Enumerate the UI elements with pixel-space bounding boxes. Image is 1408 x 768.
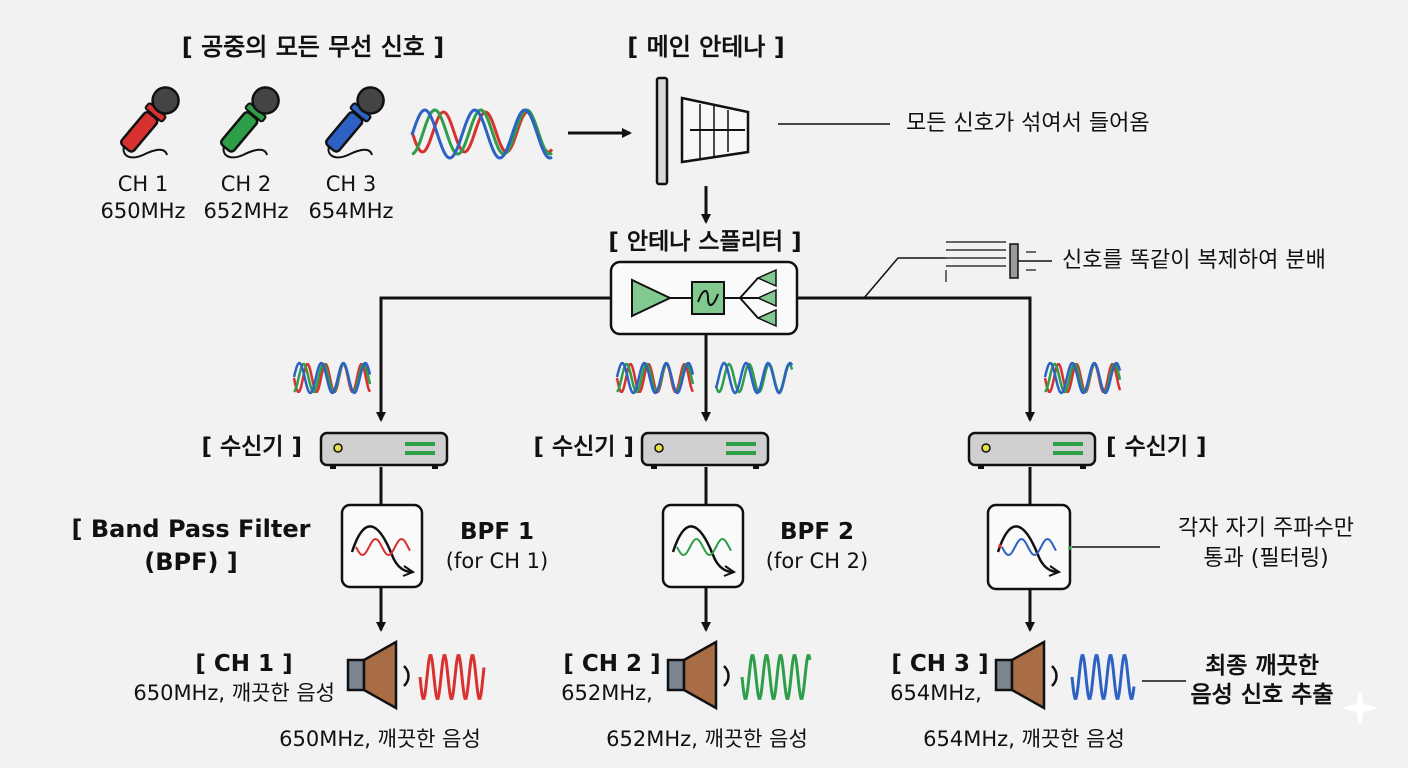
mic-icon-ch3 — [324, 86, 385, 159]
antenna-icon — [655, 76, 750, 186]
mixed-signal-waves — [410, 108, 554, 160]
bpf-note-line1: 각자 자기 주파수만 — [1178, 516, 1354, 541]
mic-icon-ch2 — [219, 86, 280, 159]
speaker-icon-1 — [346, 639, 410, 711]
main-antenna-note: 모든 신호가 섞여서 들어옴 — [906, 111, 1150, 136]
bpf1-sub: (for CH 1) — [445, 549, 549, 573]
receiver-icon-1 — [319, 431, 449, 469]
mic-ch1-freq: 650MHz — [100, 199, 186, 223]
mic-ch2-freq: 652MHz — [203, 199, 289, 223]
bpf-title-line1: [ Band Pass Filter — [71, 515, 311, 543]
mic-icon-ch1 — [119, 86, 180, 159]
mic-ch2-label: CH 2 — [220, 172, 272, 196]
splitter-icon — [609, 260, 799, 336]
receiver-icon-3 — [967, 431, 1097, 469]
receiver-1-label: [ 수신기 ] — [201, 434, 302, 460]
bpf1-name: BPF 1 — [459, 519, 535, 545]
speaker-icon-2 — [666, 639, 730, 711]
clean-wave-ch2 — [740, 654, 812, 700]
bpf-icon-1 — [340, 503, 424, 589]
speaker-icon-3 — [994, 639, 1058, 711]
output-ch3-caption: 654MHz, 깨끗한 음성 — [923, 727, 1125, 751]
line-to-receiver-3 — [797, 296, 1035, 422]
bpf-icon-2 — [661, 503, 745, 589]
output-ch1-desc: 650MHz, 깨끗한 음성 — [133, 681, 335, 705]
branch-waves-3 — [1043, 361, 1122, 395]
clean-wave-ch3 — [1070, 654, 1136, 700]
main-antenna-title: [ 메인 안테나 ] — [627, 33, 785, 61]
receiver-3-label: [ 수신기 ] — [1106, 434, 1207, 460]
bpf2-sub: (for CH 2) — [765, 549, 869, 573]
output-ch3-desc: 654MHz, — [890, 681, 982, 705]
air-signals-title: [ 공중의 모든 무선 신호 ] — [181, 33, 445, 61]
output-ch3-title: [ CH 3 ] — [891, 651, 989, 677]
branch-waves-1 — [292, 361, 372, 395]
line-to-receiver-1 — [376, 296, 611, 422]
branch-waves-2 — [615, 361, 794, 395]
output-ch2-caption: 652MHz, 깨끗한 음성 — [606, 727, 808, 751]
splitter-symbol-icon — [863, 241, 1052, 299]
bpf2-name: BPF 2 — [779, 519, 855, 545]
output-ch2-title: [ CH 2 ] — [563, 651, 661, 677]
mic-ch3-label: CH 3 — [325, 172, 377, 196]
mic-ch3-freq: 654MHz — [308, 199, 394, 223]
clean-wave-ch1 — [418, 654, 486, 700]
splitter-title: [ 안테나 스플리터 ] — [608, 229, 802, 255]
output-ch1-title: [ CH 1 ] — [195, 651, 293, 677]
sparkle-icon — [1342, 690, 1378, 726]
receiver-2-label: [ 수신기 ] — [533, 434, 634, 460]
mic-ch1-label: CH 1 — [117, 172, 169, 196]
bpf-title-line2: (BPF) ] — [144, 548, 238, 576]
output-ch2-desc: 652MHz, — [561, 681, 653, 705]
bpf-note-line2: 통과 (필터링) — [1203, 546, 1329, 571]
output-ch1-caption: 650MHz, 깨끗한 음성 — [279, 727, 481, 751]
final-note-line2: 음성 신호 추출 — [1190, 682, 1334, 708]
receiver-icon-2 — [640, 431, 770, 469]
splitter-note: 신호를 똑같이 복제하여 분배 — [1062, 248, 1326, 273]
final-note-line1: 최종 깨끗한 — [1205, 653, 1319, 679]
bpf-icon-3 — [986, 503, 1072, 591]
